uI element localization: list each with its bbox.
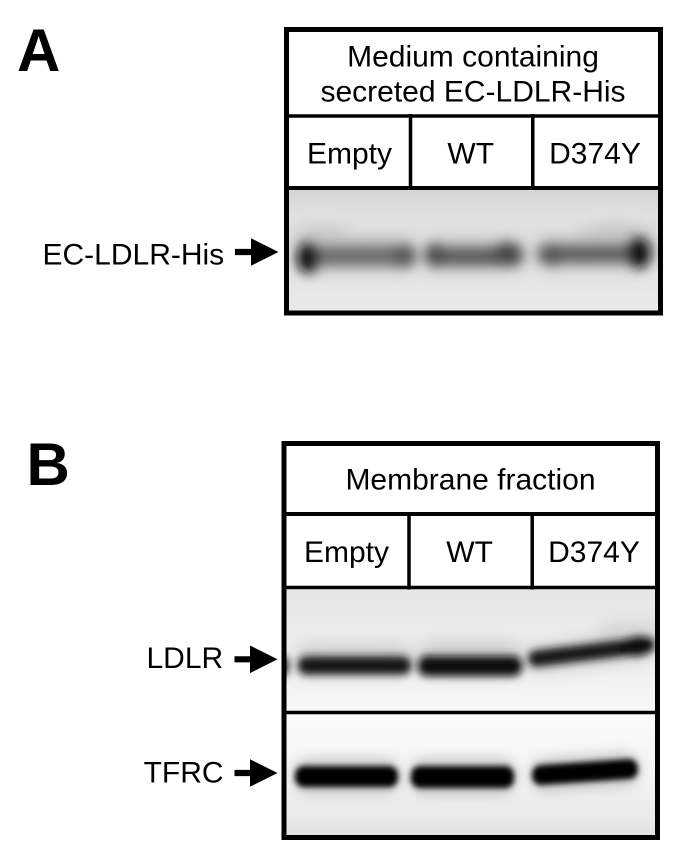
svg-text:D374Y: D374Y bbox=[549, 138, 641, 171]
svg-text:Medium containing: Medium containing bbox=[347, 41, 599, 74]
svg-text:EC-LDLR-His: EC-LDLR-His bbox=[43, 239, 225, 272]
svg-text:WT: WT bbox=[447, 138, 494, 171]
svg-text:secreted EC-LDLR-His: secreted EC-LDLR-His bbox=[320, 76, 625, 109]
svg-text:A: A bbox=[17, 17, 60, 84]
svg-text:WT: WT bbox=[446, 536, 493, 569]
svg-text:TFRC: TFRC bbox=[144, 757, 224, 790]
svg-text:Empty: Empty bbox=[307, 138, 392, 171]
svg-text:D374Y: D374Y bbox=[548, 536, 640, 569]
svg-text:B: B bbox=[27, 431, 70, 498]
svg-text:Empty: Empty bbox=[304, 536, 389, 569]
svg-text:Membrane fraction: Membrane fraction bbox=[345, 464, 595, 497]
svg-text:LDLR: LDLR bbox=[147, 642, 224, 675]
